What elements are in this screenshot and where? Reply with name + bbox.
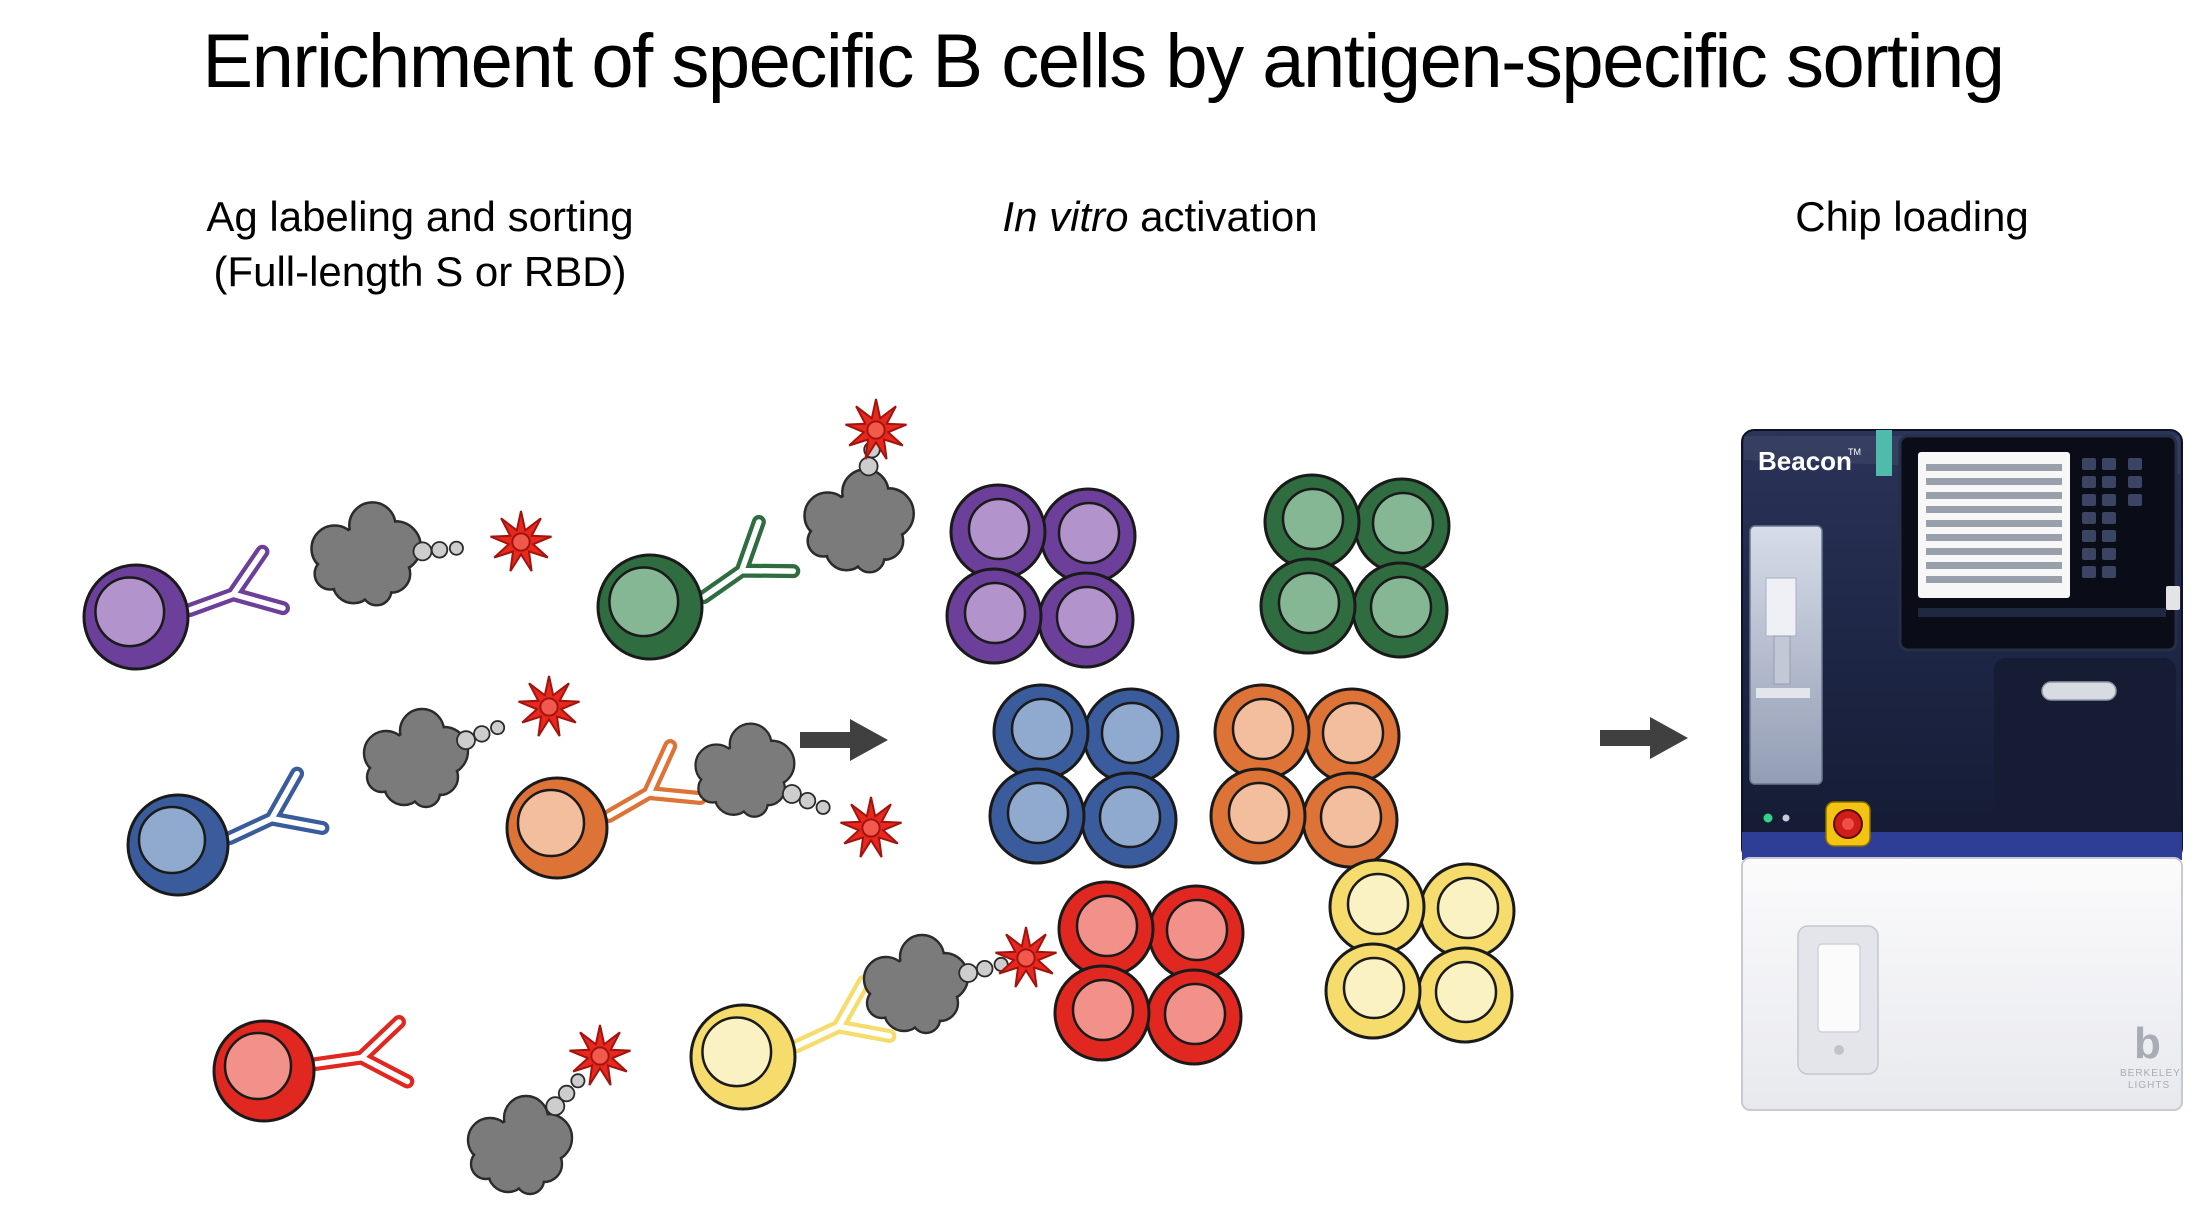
step-label-activation: In vitro activation <box>860 190 1460 245</box>
antigen-blob <box>310 501 422 607</box>
antigen-bead-chain <box>545 1073 586 1117</box>
step-label-sorting-line2: (Full-length S or RBD) <box>213 247 627 295</box>
panel-activation <box>945 473 1516 1066</box>
fluorophore-star <box>518 675 580 737</box>
b-cell-unit-green <box>596 398 915 661</box>
sample-bay <box>1749 525 1823 785</box>
antigen-bead-chain <box>958 956 1009 983</box>
antigen-bead-chain <box>412 540 464 562</box>
flow-arrow-1 <box>800 719 888 761</box>
beacon-brand-text: Beacon <box>1758 446 1852 476</box>
antigen-blob <box>466 1094 574 1196</box>
logo-glyph: b <box>2134 1019 2161 1068</box>
b-cell-unit-orange <box>505 722 902 880</box>
antigen-bead-chain <box>456 720 506 751</box>
cell-cluster-green <box>1259 473 1451 659</box>
cell-cluster-purple <box>945 483 1137 669</box>
side-tag <box>2166 586 2180 610</box>
step-label-loading: Chip loading <box>1795 193 2029 240</box>
antigen-bead-chain <box>782 784 831 815</box>
cell-cluster-red <box>1053 880 1245 1066</box>
logo-maker-1: BERKELEY <box>2120 1068 2181 1079</box>
antibody-icon <box>790 974 897 1053</box>
beacon-trademark: TM <box>1848 447 1861 457</box>
fluorophore-star <box>490 510 552 572</box>
step-label-activation-italic: In vitro <box>1002 193 1129 240</box>
b-cell-unit-purple <box>82 501 552 671</box>
antibody-icon <box>602 739 708 823</box>
step-label-sorting-line1: Ag labeling and sorting <box>206 193 634 240</box>
emergency-stop-button <box>1825 801 1871 847</box>
antibody-icon <box>309 1015 415 1089</box>
cell-cluster-blue <box>988 683 1180 869</box>
step-label-sorting: Ag labeling and sorting (Full-length S o… <box>120 190 720 299</box>
fluorophore-star <box>995 926 1057 988</box>
flow-arrow-2 <box>1600 717 1688 759</box>
antigen-blob <box>694 722 796 818</box>
b-cell-unit-yellow <box>689 926 1057 1111</box>
panel-ag-labeling <box>82 398 1057 1196</box>
reagent-dispenser <box>1797 925 1879 1075</box>
b-cell-unit-red <box>212 1015 631 1196</box>
b-cell-unit-blue <box>126 675 580 897</box>
step-label-activation-rest: activation <box>1128 193 1318 240</box>
status-led-green <box>1763 813 1773 823</box>
cell-cluster-yellow <box>1324 858 1516 1044</box>
fluorophore-star <box>840 796 902 858</box>
antigen-blob <box>362 707 470 809</box>
dark-door <box>1994 658 2176 834</box>
blue-band <box>1742 832 2182 860</box>
cell-cluster-orange <box>1209 683 1401 869</box>
fluorophore-star <box>569 1024 631 1086</box>
door-handle <box>2041 681 2117 701</box>
figure-title: Enrichment of specific B cells by antige… <box>202 19 2005 104</box>
status-led-gray <box>1782 814 1790 822</box>
antigen-blob <box>803 468 915 574</box>
antibody-icon <box>223 766 330 845</box>
teal-accent <box>1876 430 1892 476</box>
beacon-screen <box>1898 434 2178 652</box>
antibody-icon <box>183 544 290 617</box>
fluorophore-star <box>845 398 907 460</box>
antigen-blob <box>862 933 970 1035</box>
logo-maker-2: LIGHTS <box>2128 1080 2170 1091</box>
antibody-icon <box>697 514 801 604</box>
